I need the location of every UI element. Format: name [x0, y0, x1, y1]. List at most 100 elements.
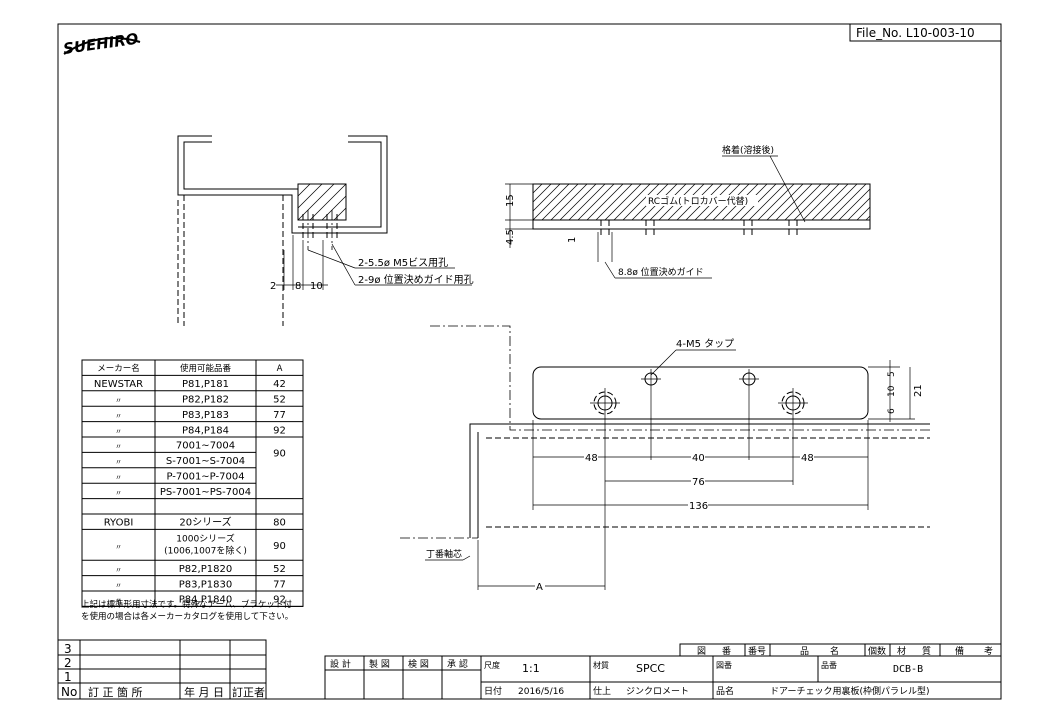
spec-a-value: 52 — [273, 395, 286, 406]
tb-finish-label: 仕上 — [593, 685, 611, 697]
dim-A: A — [536, 582, 543, 593]
spec-model: P82,P1820 — [179, 564, 232, 575]
spec-model: P84,P1840 — [179, 595, 232, 606]
label-rubber: RCゴム(トロカバー代替) — [648, 195, 748, 207]
spec-maker: RYOBI — [104, 518, 134, 529]
dim-21: 21 — [913, 384, 924, 397]
dim-8: 8 — [295, 281, 301, 292]
file-no: File_No. L10-003-10 — [856, 26, 975, 40]
tb-partno: DCB-B — [893, 664, 923, 675]
spec-maker: 〃 — [115, 397, 122, 405]
label-hinge: 丁番軸芯 — [426, 548, 462, 560]
rev-row-2: 2 — [64, 656, 72, 670]
spec-note-2: を使用の場合は各メーカーカタログを使用して下さい。 — [81, 611, 293, 622]
tb-name-label: 品名 — [716, 685, 734, 697]
spec-header-1: 使用可能品番 — [180, 363, 232, 374]
dim-15: 15 — [505, 194, 516, 207]
tb-sign-check: 検 図 — [408, 658, 429, 670]
dim-10v: 10 — [887, 385, 897, 397]
spec-model: 1000シリーズ — [176, 532, 234, 544]
rev-header-person: 訂正者 — [232, 685, 265, 699]
spec-a-value: 92 — [273, 595, 286, 606]
tb-top-7: 質 — [922, 645, 931, 657]
spec-a-value: 77 — [273, 410, 286, 421]
logo-text: SUEHIRO — [62, 30, 140, 58]
spec-maker: 〃 — [115, 489, 122, 497]
dim-40: 40 — [692, 453, 705, 464]
plate-front-view: 15 4.5 1 8.8ø 位置決めガイド 格着(溶接後) RCゴム(トロカバー… — [505, 144, 871, 279]
dim-48a: 48 — [585, 453, 598, 464]
spec-a-value: 90 — [273, 448, 286, 459]
side-section-view: 2 8 10 2-5.5ø M5ビス用孔 2-9ø 位置決めガイド用孔 — [177, 135, 474, 326]
dim-136: 136 — [689, 501, 708, 512]
dim-2: 2 — [270, 281, 276, 292]
tb-finish: ジンクロメート — [626, 686, 689, 697]
spec-a-value: 90 — [273, 541, 286, 552]
dim-48b: 48 — [801, 453, 814, 464]
tb-top-4: 名 — [830, 645, 839, 657]
label-tap: 4-M5 タップ — [676, 338, 734, 350]
label-guide: 8.8ø 位置決めガイド — [618, 266, 704, 278]
spec-model-sub: (1006,1007を除く) — [164, 544, 247, 556]
spec-a-value: 92 — [273, 425, 286, 436]
spec-maker: 〃 — [115, 474, 122, 482]
tb-dwgno-label: 図番 — [716, 660, 732, 670]
hole-guide-right — [778, 388, 808, 418]
tb-sign-approve: 承 認 — [447, 658, 468, 670]
spec-model: 20シリーズ — [179, 516, 231, 529]
spec-model: P84,P184 — [182, 425, 229, 436]
rev-header-no: No — [61, 685, 77, 699]
hole-m5-right — [739, 369, 759, 389]
label-hole-9: 2-9ø 位置決めガイド用孔 — [358, 273, 474, 286]
spec-model: P82,P182 — [182, 395, 229, 406]
spec-model: S-7001~S-7004 — [166, 456, 245, 467]
tb-date-label: 日付 — [484, 686, 502, 697]
spec-a-value: 52 — [273, 564, 286, 575]
tb-top-0: 図 — [697, 646, 706, 657]
suehiro-logo: SUEHIRO — [62, 30, 141, 58]
spec-header-0: メーカー名 — [97, 363, 140, 374]
tb-top-6: 材 — [897, 645, 906, 657]
file-no-box — [849, 23, 1002, 42]
tb-date: 2016/5/16 — [518, 687, 564, 697]
revision-table: 3 2 1 No 訂 正 箇 所 年 月 日 訂正者 — [57, 639, 267, 700]
tb-top-9: 考 — [984, 646, 993, 657]
dim-10: 10 — [310, 281, 323, 292]
spec-model: PS-7001~PS-7004 — [160, 487, 251, 498]
tb-top-1: 番 — [722, 645, 731, 657]
spec-maker: 〃 — [115, 427, 122, 435]
hole-guide-left — [590, 388, 620, 418]
spec-maker: 〃 — [115, 566, 122, 574]
spec-note-1: 上記は標準形用寸法です。特殊なアーム、ブラケット付 — [81, 599, 292, 610]
spec-header-2: A — [277, 364, 283, 374]
spec-maker: 〃 — [115, 412, 122, 420]
spec-maker: 〃 — [115, 443, 122, 451]
tb-top-2: 番号 — [748, 645, 766, 657]
rev-row-1: 1 — [64, 670, 72, 684]
dim-5: 5 — [887, 371, 897, 377]
spec-maker: 〃 — [115, 458, 122, 466]
tb-partno-label: 品番 — [821, 660, 837, 670]
spec-maker: NEWSTAR — [94, 379, 143, 390]
dim-1: 1 — [567, 237, 578, 243]
dim-45: 4.5 — [505, 229, 516, 245]
title-block: 図 番 番号 品 名 個数 材 質 備 考 設 計 製 図 検 図 承 認 尺度… — [324, 643, 1002, 700]
rev-header-place: 訂 正 箇 所 — [88, 685, 143, 699]
plate-plan-view: 4-M5 タップ 48 40 48 76 136 A 5 10 6 21 — [400, 325, 930, 593]
spec-maker: 〃 — [115, 597, 122, 605]
tb-material: SPCC — [636, 662, 665, 675]
tb-top-8: 備 — [955, 645, 964, 657]
label-hole-55: 2-5.5ø M5ビス用孔 — [358, 257, 448, 269]
dim-76: 76 — [692, 477, 705, 488]
spec-model: P-7001~P-7004 — [166, 472, 244, 483]
spec-model: 7001~7004 — [176, 441, 235, 452]
spec-maker: 〃 — [115, 581, 122, 589]
tb-sign-design: 設 計 — [330, 658, 351, 670]
tb-scale-label: 尺度 — [484, 660, 500, 670]
spec-a-value: 80 — [273, 518, 286, 529]
rev-row-3: 3 — [64, 642, 72, 656]
spec-model: P81,P181 — [182, 379, 229, 390]
tb-material-label: 材質 — [593, 660, 609, 670]
